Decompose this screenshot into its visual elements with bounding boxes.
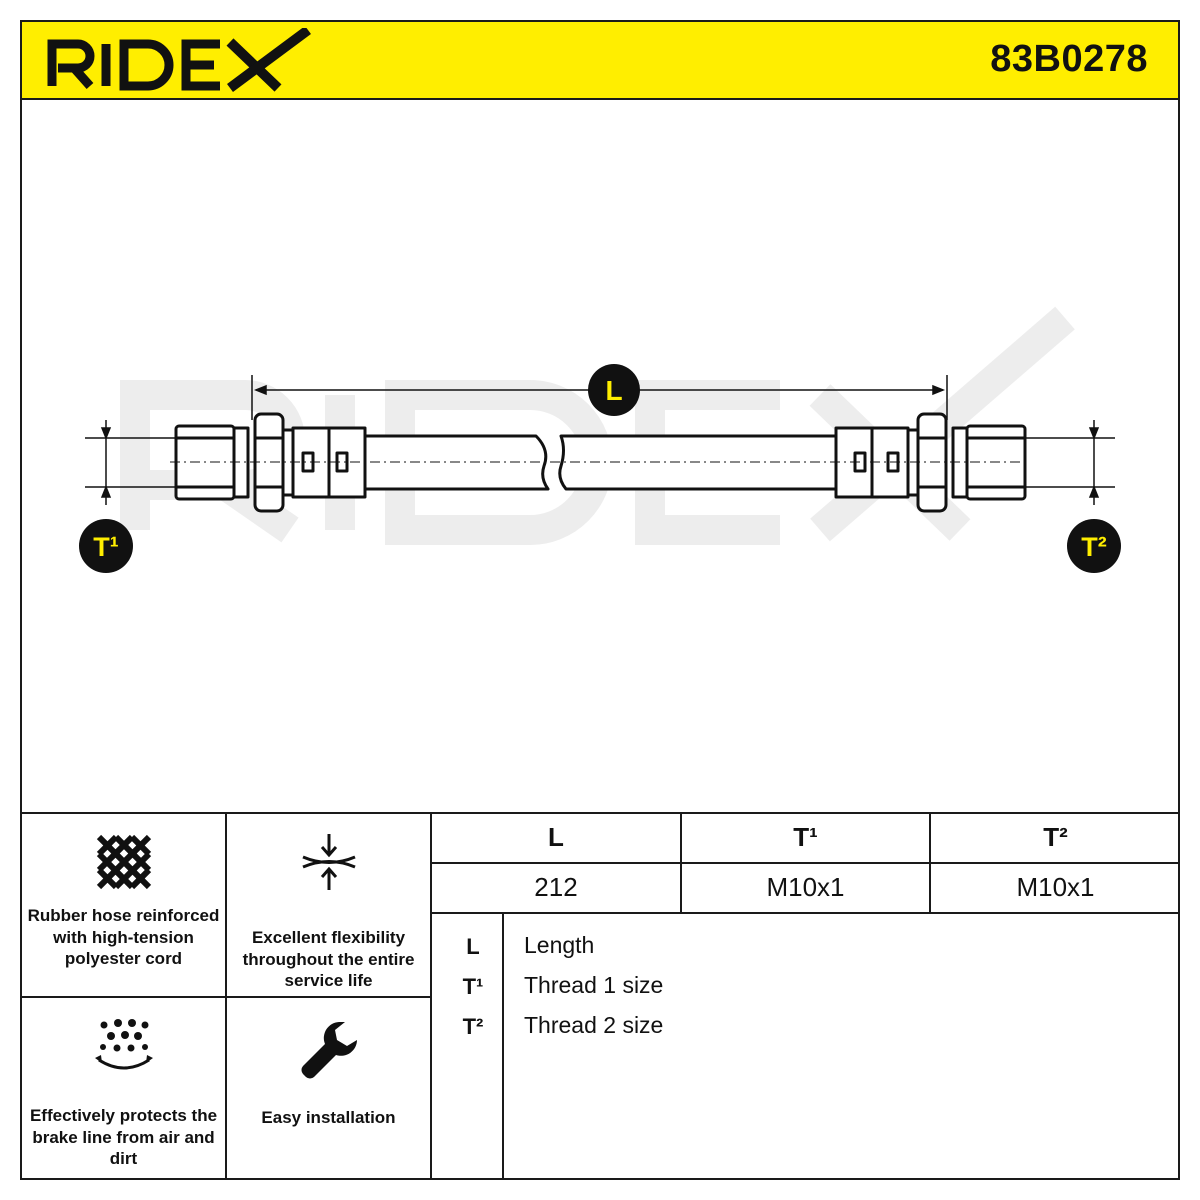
thread2-badge-label: T² xyxy=(1081,532,1106,562)
feature-easy-installation: Easy installation xyxy=(227,1002,430,1178)
part-number: 83B0278 xyxy=(990,38,1148,80)
length-badge xyxy=(588,364,640,416)
grid-line xyxy=(430,912,1180,914)
thread1-dimension xyxy=(85,420,178,505)
spec-header-thread2: T² xyxy=(1043,822,1068,852)
grid-line xyxy=(502,912,504,1180)
thread2-dimension xyxy=(1022,420,1115,505)
thread1-badge xyxy=(79,519,133,573)
legend-symbol: T¹ xyxy=(462,974,484,999)
length-badge-label: L xyxy=(605,375,622,406)
feature-reinforced-hose: Rubber hose reinforced with high-tension… xyxy=(22,820,225,994)
legend-label: Length xyxy=(524,932,595,958)
spec-header-length: L xyxy=(548,822,564,852)
legend-label: Thread 1 size xyxy=(524,972,664,998)
dirt-shield-icon xyxy=(94,1019,153,1070)
spec-value-thread1: M10x1 xyxy=(766,872,845,902)
header-bar: 83B0278 xyxy=(20,20,1180,100)
feature-text: Rubber hose reinforced with high-tension… xyxy=(27,906,220,968)
feature-flexibility: Excellent flexibility throughout the ent… xyxy=(227,820,430,994)
legend-symbol: L xyxy=(466,934,480,959)
spec-value-length: 212 xyxy=(534,872,578,902)
ridex-logo xyxy=(44,25,314,99)
flex-arrows-icon xyxy=(301,834,356,890)
mesh-icon xyxy=(96,834,151,890)
grid-line xyxy=(430,814,432,1180)
legend-symbol: T² xyxy=(462,1014,484,1039)
spec-value-thread2: M10x1 xyxy=(1016,872,1095,902)
spec-header-thread1: T¹ xyxy=(793,822,818,852)
feature-text: Easy installation xyxy=(261,1108,396,1127)
grid-line xyxy=(20,996,430,998)
feature-text: Effectively protects the brake line from… xyxy=(29,1106,218,1168)
section-divider xyxy=(20,812,1180,814)
legend-label: Thread 2 size xyxy=(524,1012,664,1038)
wrench-icon xyxy=(300,1022,357,1079)
thread2-badge xyxy=(1067,519,1121,573)
feature-protection: Effectively protects the brake line from… xyxy=(22,1002,225,1178)
thread1-badge-label: T¹ xyxy=(93,532,118,562)
grid-line xyxy=(430,862,1180,864)
feature-text: Excellent flexibility throughout the ent… xyxy=(242,928,415,990)
